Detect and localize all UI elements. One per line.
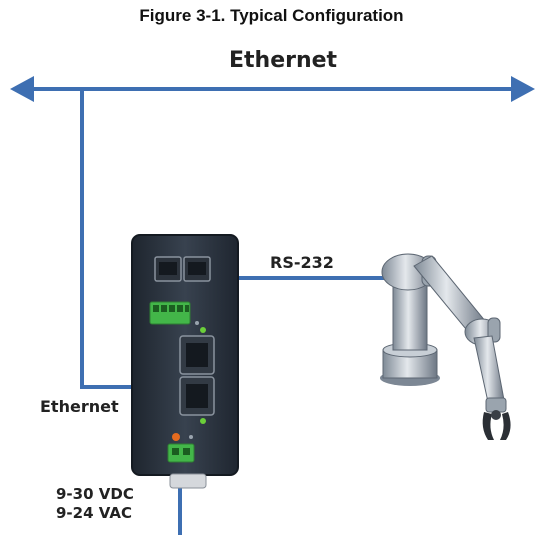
serial-device-server	[131, 234, 239, 489]
power-label: 9-30 VDC 9-24 VAC	[56, 485, 134, 523]
arrow-right-icon	[511, 76, 535, 102]
rs232-label: RS-232	[270, 253, 334, 272]
ethernet-bus	[10, 76, 535, 102]
ethernet-bus-label: Ethernet	[229, 48, 338, 73]
power-ac-label: 9-24 VAC	[56, 504, 132, 522]
robot-arm-icon	[380, 253, 511, 440]
power-dc-label: 9-30 VDC	[56, 485, 134, 503]
power-terminal-icon	[167, 443, 195, 463]
ethernet-drop-label: Ethernet	[40, 397, 119, 416]
arrow-left-icon	[10, 76, 34, 102]
figure-caption: Figure 3-1. Typical Configuration	[139, 6, 404, 25]
